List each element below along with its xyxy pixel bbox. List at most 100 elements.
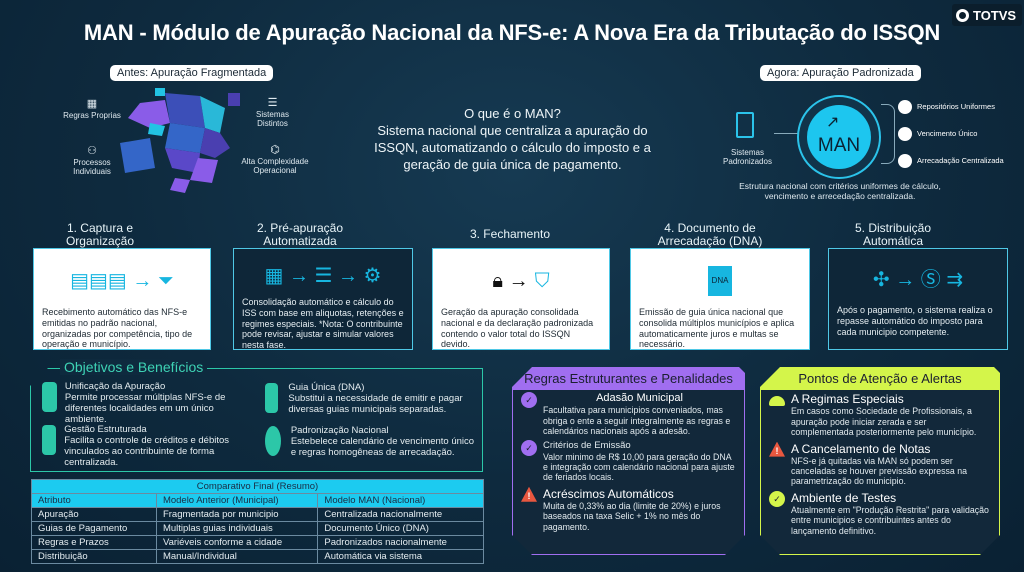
cell: Centralizada nacionalmente bbox=[317, 507, 484, 522]
man-center: MAN bbox=[807, 105, 871, 169]
check-icon: ✓ bbox=[521, 392, 537, 408]
step-5-title: 5. Distribuição Automática bbox=[854, 221, 932, 249]
logo-icon bbox=[956, 8, 969, 22]
connector bbox=[774, 133, 798, 134]
objective-text: Estebelece calendário de vencimento únic… bbox=[290, 435, 475, 458]
cell: Documento Único (DNA) bbox=[317, 521, 484, 536]
logo-text: TOTVS bbox=[973, 7, 1017, 23]
calculator-icon bbox=[736, 112, 754, 138]
user-check-icon: ⚇ bbox=[87, 145, 97, 157]
documents-funnel-icon: ▤▤▤ → ⏷ bbox=[70, 270, 174, 292]
rule-text: Facultativa para municipios conveniados,… bbox=[543, 405, 731, 437]
cell: Automática via sistema bbox=[317, 549, 484, 564]
before-item: Regras Proprias bbox=[63, 110, 121, 120]
sistemas-label: ☰Sistemas Distintos bbox=[245, 97, 300, 128]
cell: Apuração bbox=[31, 507, 157, 522]
intro-text: Sistema nacional que centraliza a apuraç… bbox=[374, 122, 651, 172]
rule-text: Valor minimo de R$ 10,00 para geração do… bbox=[543, 451, 735, 483]
alert-title: Ambiente de Testes bbox=[791, 490, 897, 505]
after-label: Agora: Apuração Padronizada bbox=[760, 65, 921, 81]
alert-title: A Cancelamento de Notas bbox=[791, 441, 931, 456]
table-header: Modelo Anterior (Municipal) bbox=[155, 493, 319, 508]
objective-title: Padronização Nacional bbox=[290, 425, 389, 436]
connector bbox=[881, 104, 895, 164]
cell: Manual/Individual bbox=[155, 549, 319, 564]
before-item: Sistemas Distintos bbox=[256, 109, 289, 128]
rule-text: Muita de 0,33% ao dia (limite de 20%) e … bbox=[543, 500, 721, 532]
after-item: Repositórios Uniformes bbox=[917, 102, 995, 112]
objective-text: Permite processar múltiplas NFS-e de dif… bbox=[64, 391, 226, 425]
step-text: Geração da apuração consolidada nacional… bbox=[441, 307, 594, 350]
dashboard-gear-icon bbox=[42, 425, 57, 455]
cell: Distribuição bbox=[31, 549, 157, 564]
after-items: Repositórios Uniformes Vencimento Único … bbox=[898, 96, 1014, 172]
hierarchy-icon bbox=[42, 382, 57, 412]
objective-title: Guia Única (DNA) bbox=[288, 382, 365, 393]
man-label: MAN bbox=[817, 135, 861, 156]
alerts-panel: Pontos de Atenção e Alertas A Regimas Es… bbox=[760, 367, 1000, 555]
objectives-box bbox=[30, 368, 483, 472]
rule-title: Critérios de Emissão bbox=[543, 440, 631, 452]
alert-title: A Regimas Especiais bbox=[791, 392, 904, 407]
after-caption: Estrutura nacional com critérios uniform… bbox=[739, 181, 941, 201]
distribution-icon: ✣ → Ⓢ ⇉ bbox=[872, 269, 964, 291]
before-item: Processos Individuais bbox=[73, 157, 111, 176]
cell: Multiplas guias individuais bbox=[155, 521, 319, 536]
fragmented-map bbox=[120, 88, 240, 193]
rules-icon: ▦ bbox=[86, 98, 98, 110]
step-text: Recebimento automático das NFS-e emitida… bbox=[42, 307, 193, 350]
rule-title: Acréscimos Automáticos bbox=[543, 486, 674, 501]
money-hand-icon bbox=[898, 154, 912, 168]
warning-icon: ! bbox=[769, 442, 785, 457]
chart-up-icon: ↗ bbox=[826, 114, 840, 131]
before-item: Alta Complexidade Operacional bbox=[241, 156, 309, 175]
list-icon: ☰ bbox=[267, 97, 278, 109]
after-item: Arrecadação Centralizada bbox=[917, 156, 1004, 166]
intro-question: O que é o MAN? bbox=[464, 106, 561, 121]
alert-text: Em casos como Sociedade de Profissionais… bbox=[791, 406, 977, 438]
calculator-gear-icon: ▦ → ☰ → ⚙ bbox=[264, 265, 382, 287]
cell: Guias de Pagamento bbox=[31, 521, 157, 536]
document-check-icon bbox=[265, 383, 279, 413]
calendar-icon bbox=[898, 127, 912, 141]
objectives-title: Objetivos e Benefícios bbox=[60, 359, 208, 375]
cell: Padronizados nacionalmente bbox=[317, 535, 484, 550]
page-title: MAN - Módulo de Apuração Nacional da NFS… bbox=[83, 20, 941, 45]
after-item: Vencimento Único bbox=[917, 129, 978, 139]
table-title: Comparativo Final (Resumo) bbox=[31, 479, 484, 494]
step-text: Após o pagamento, o sistema realiza o re… bbox=[837, 305, 993, 337]
clock-gear-icon bbox=[265, 426, 281, 456]
intro: O que é o MAN?Sistema nacional que centr… bbox=[370, 106, 655, 174]
table-header: Modelo MAN (Nacional) bbox=[317, 493, 484, 508]
step-text: Consolidação automático e cálculo do ISS… bbox=[242, 297, 404, 351]
dna-icon-text: DNA bbox=[707, 266, 733, 296]
alert-text: NFS-e já quitadas via MAN só podem ser c… bbox=[791, 455, 968, 487]
step-5-card: ✣ → Ⓢ ⇉ Após o pagamento, o sistema reali… bbox=[828, 248, 1008, 350]
cell: Variéveis conforme a cidade bbox=[155, 535, 319, 550]
objective-title: Gestão Estruturada bbox=[64, 424, 147, 435]
step-1-card: ▤▤▤ → ⏷ Recebimento automático das NFS-e … bbox=[33, 248, 211, 350]
objective-title: Unificação da Apuração bbox=[64, 381, 166, 392]
after-left-label: Sistemas Padronizados bbox=[723, 148, 772, 167]
alert-text: Atualmente em "Produção Restrita" para v… bbox=[791, 505, 989, 536]
step-4-title: 4. Documento de Arrecadação (DNA) bbox=[657, 221, 763, 249]
table-header: Atributo bbox=[31, 493, 157, 508]
totvs-logo: TOTVS bbox=[952, 4, 1022, 26]
before-label: Antes: Apuração Fragmentada bbox=[110, 65, 274, 81]
processos-label: ⚇Processos Individuais bbox=[62, 145, 122, 176]
objective-text: Substitui a necessidade de emitir e paga… bbox=[288, 392, 463, 415]
step-1-title: 1. Captura e Organização bbox=[65, 221, 135, 249]
objective-item: Guia Única (DNA)Substitui a necessidade … bbox=[265, 382, 475, 416]
rule-title: Adasão Municipal bbox=[596, 392, 683, 405]
cell: Regras e Prazos bbox=[31, 535, 157, 550]
chip-icon: ⌬ bbox=[270, 144, 280, 156]
lock-shield-icon: 🔒︎ → ⛉ bbox=[492, 270, 550, 292]
complexidade-label: ⌬Alta Complexidade Operacional bbox=[235, 144, 315, 175]
step-2-card: ▦ → ☰ → ⚙ Consolidação automático e cálcu… bbox=[233, 248, 413, 350]
